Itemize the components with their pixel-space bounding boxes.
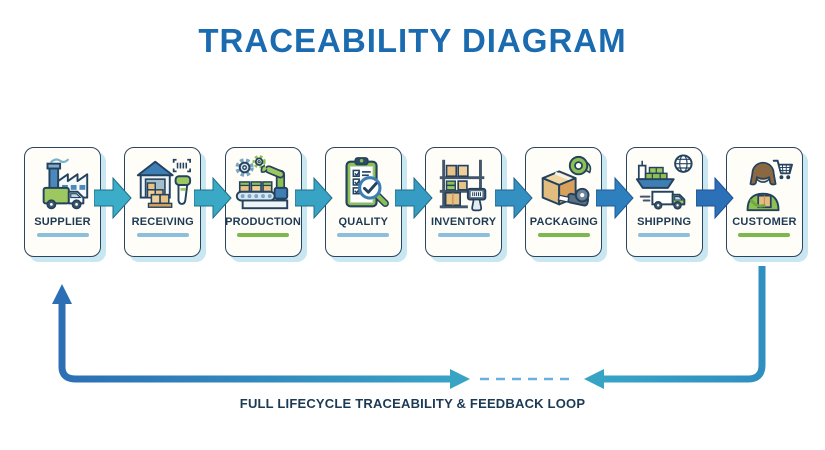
- box-tape-icon: [541, 155, 592, 207]
- ship-truck-globe-icon: [636, 154, 693, 210]
- stage-label: SUPPLIER: [34, 216, 91, 228]
- loop-caption: FULL LIFECYCLE TRACEABILITY & FEEDBACK L…: [239, 396, 586, 411]
- stage-label: RECEIVING: [131, 216, 194, 228]
- stage-label: PACKAGING: [529, 216, 599, 228]
- flow-arrow-icon: [495, 176, 533, 220]
- stage-underline: [638, 233, 691, 237]
- flow-arrow-icon: [194, 176, 232, 220]
- flow-arrow-icon: [596, 176, 634, 220]
- stage-label: PRODUCTION: [225, 216, 302, 228]
- stage-card-inventory: INVENTORY: [425, 147, 503, 257]
- flow-arrow-icon: [696, 176, 734, 220]
- stage-label: CUSTOMER: [732, 216, 797, 228]
- robot-arm-conveyor-icon: [235, 155, 289, 210]
- flow-arrow-icon: [395, 176, 433, 220]
- process-stage-row: SUPPLIER: [24, 147, 803, 257]
- page-title: TRACEABILITY DIAGRAM: [198, 22, 627, 59]
- stage-underline: [237, 233, 290, 237]
- stage-card-production: PRODUCTION: [224, 147, 302, 257]
- stage-underline: [537, 233, 590, 237]
- factory-truck-icon: [42, 158, 88, 210]
- stage-card-receiving: RECEIVING: [124, 147, 202, 257]
- stage-underline: [738, 233, 791, 237]
- stage-underline: [337, 233, 390, 237]
- loop-right-arrowhead-icon: [450, 369, 470, 389]
- feedback-loop: [52, 266, 766, 389]
- stage-label: QUALITY: [338, 216, 389, 228]
- stage-card-supplier: SUPPLIER: [24, 147, 101, 257]
- loop-right-line: [603, 266, 766, 383]
- loop-up-arrowhead-icon: [52, 284, 72, 304]
- flow-arrow-icon: [94, 176, 132, 220]
- stage-underline: [36, 233, 89, 237]
- checklist-magnifier-icon: [345, 157, 390, 208]
- loop-left-line: [58, 302, 450, 383]
- person-cart-icon: [747, 159, 794, 212]
- stage-card-quality: QUALITY: [324, 147, 402, 257]
- stage-card-customer: CUSTOMER: [725, 147, 803, 257]
- stage-underline: [437, 233, 490, 237]
- stage-underline: [136, 233, 189, 237]
- loop-left-arrowhead-icon: [584, 369, 604, 389]
- flow-arrow-icon: [295, 176, 333, 220]
- warehouse-scanner-icon: [136, 158, 191, 208]
- stage-card-shipping: SHIPPING: [625, 147, 703, 257]
- shelf-scanner-icon: [439, 159, 486, 212]
- stage-card-packaging: PACKAGING: [525, 147, 603, 257]
- stage-label: SHIPPING: [637, 216, 692, 228]
- stage-label: INVENTORY: [430, 216, 497, 228]
